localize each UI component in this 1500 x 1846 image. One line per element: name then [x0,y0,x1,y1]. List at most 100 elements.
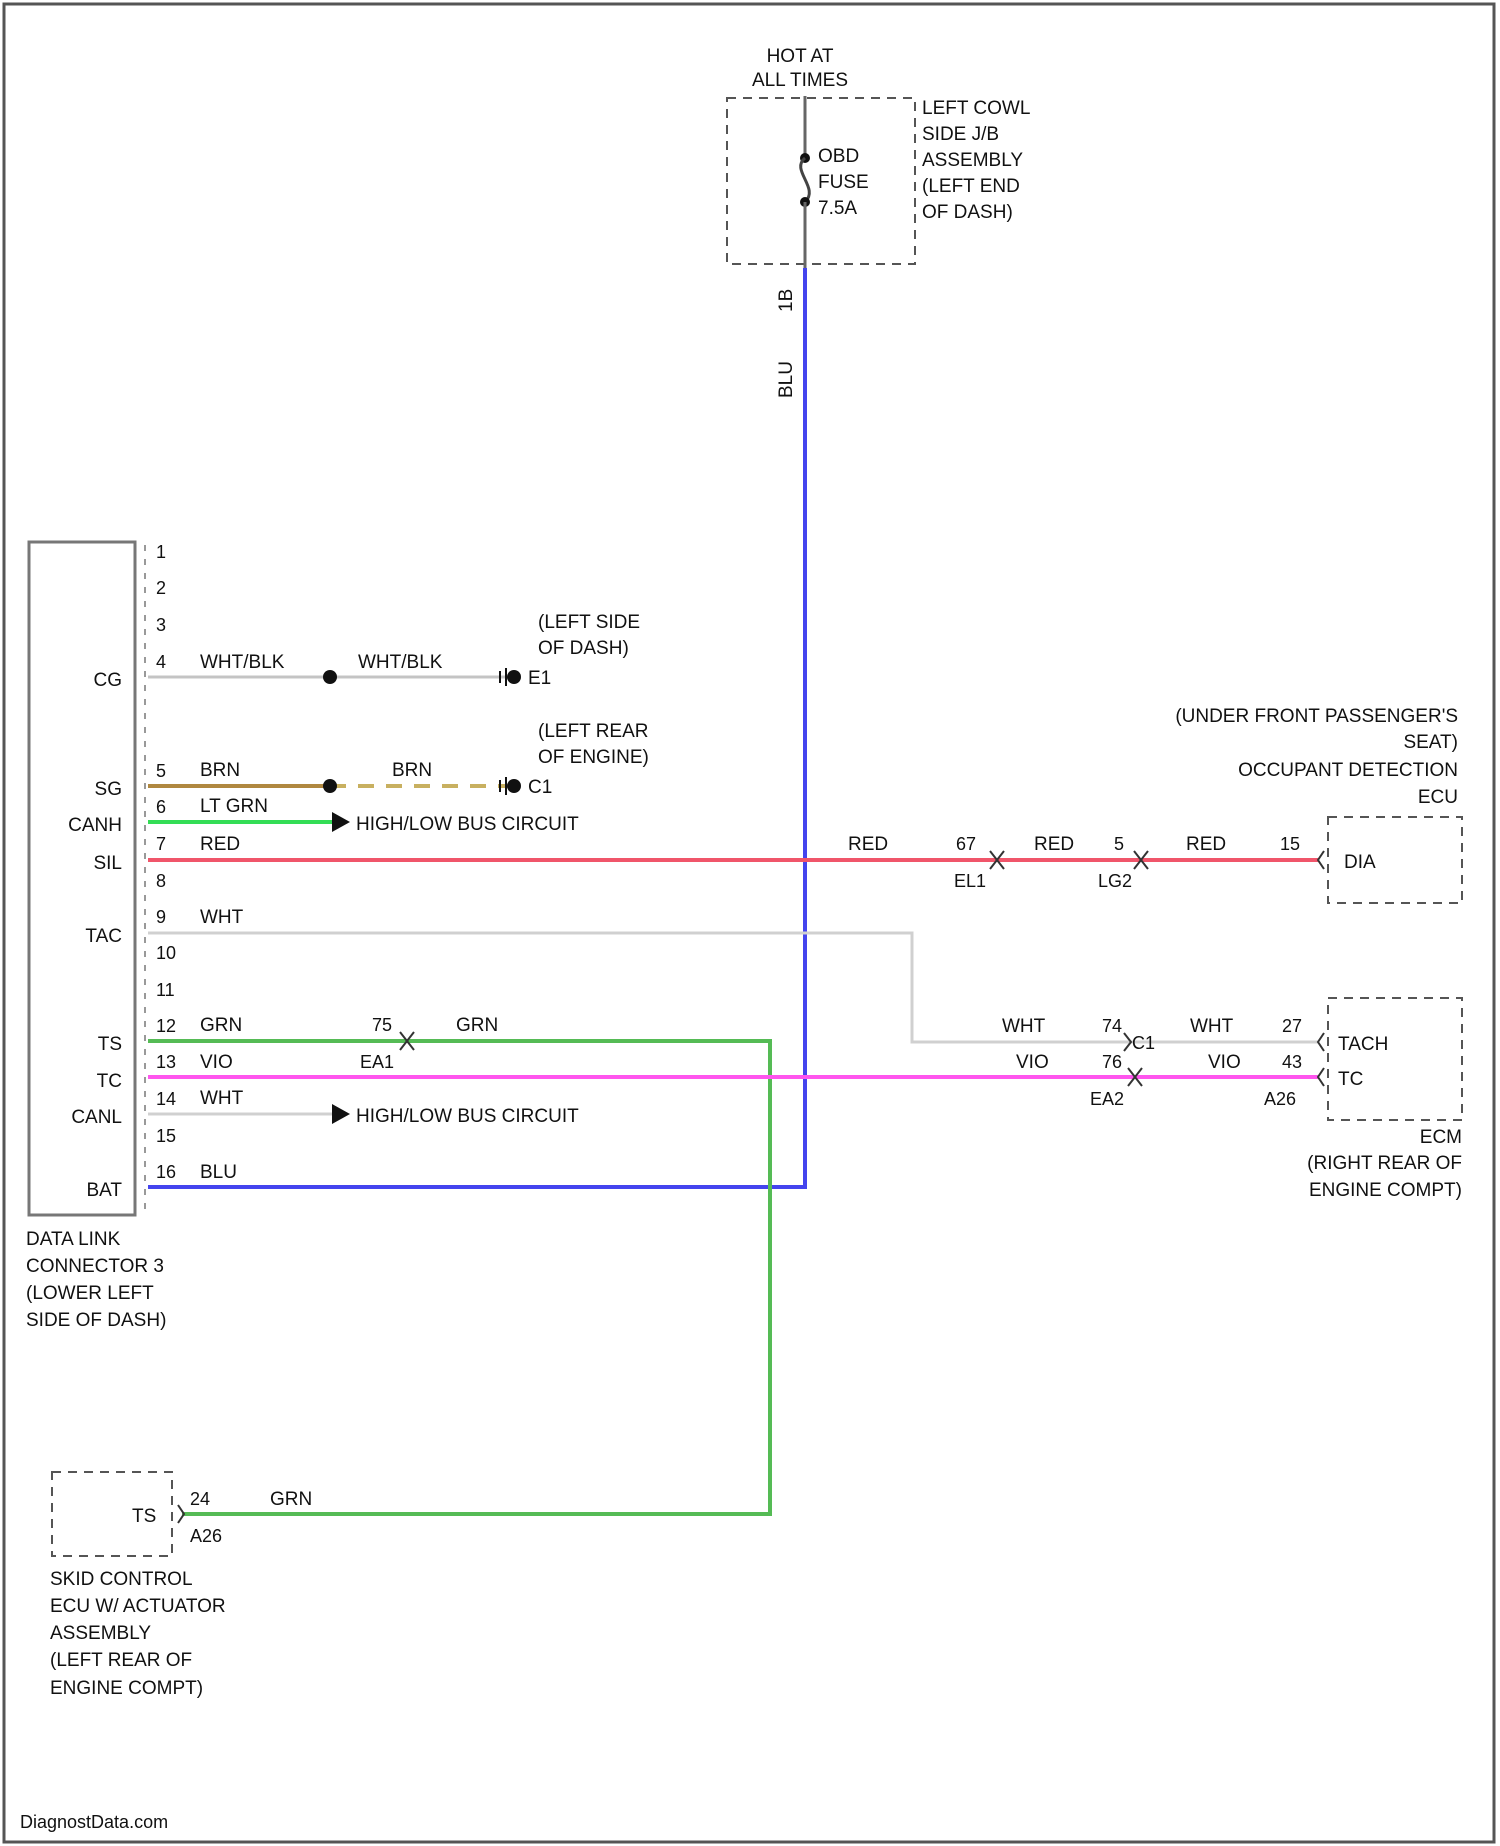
dia-terminal-label: DIA [1344,852,1376,873]
blu-wire-label-vertical: BLU [776,361,797,398]
jb-label-line-3: ASSEMBLY [922,150,1023,171]
tc-terminal-label: TC [1338,1069,1363,1090]
tac-wire-label-2: WHT [1002,1016,1046,1037]
canl-bus-label: HIGH/LOW BUS CIRCUIT [356,1106,579,1127]
tac-wire-label-3: WHT [1190,1016,1234,1037]
ts-wire-label-1: GRN [200,1015,242,1036]
dlc-signal-canl: CANL [71,1107,122,1128]
tc-a26-connector-label: A26 [1264,1089,1296,1109]
dlc-name-line-2: CONNECTOR 3 [26,1256,164,1277]
dlc-pin-15: 15 [156,1126,176,1146]
bat-wire-label: BLU [200,1162,237,1183]
sil-pin-5: 5 [1114,834,1124,854]
tc-pin-43: 43 [1282,1052,1302,1072]
skid-label-line-2: ECU W/ ACTUATOR [50,1596,226,1617]
dia-terminal-icon [1318,851,1324,869]
c1-loc-line-2: OF ENGINE) [538,747,649,768]
occupant-label-line-3: OCCUPANT DETECTION [1238,760,1458,781]
dlc-signal-sil: SIL [93,853,122,874]
tc-wire-label-3: VIO [1208,1052,1241,1073]
jb-label-line-5: OF DASH) [922,202,1013,223]
sil-pin-15: 15 [1280,834,1300,854]
fuse-label-obd: OBD [818,146,859,167]
tac-pin-27: 27 [1282,1016,1302,1036]
skid-label-line-4: (LEFT REAR OF [50,1650,192,1671]
sil-wire-label-3: RED [1034,834,1074,855]
dlc-pin-2: 2 [156,578,166,598]
dlc-name-line-4: SIDE OF DASH) [26,1310,166,1331]
dlc-pin-11: 11 [156,980,175,1000]
e1-loc-line-1: (LEFT SIDE [538,612,640,633]
tac-circuit: WHT WHT 74 C1 WHT 27 [200,907,1302,1053]
skid-a26-connector-label: A26 [190,1526,222,1546]
dlc-pin-4: 4 [156,652,166,672]
dlc-pin-3: 3 [156,615,166,635]
sil-circuit: RED RED 67 EL1 RED 5 LG2 RED 15 [200,834,1300,891]
tc-ea1-connector-label: EA1 [360,1052,394,1072]
wires [148,268,1318,1514]
tc-circuit: VIO EA1 VIO 76 EA2 VIO 43 A26 [200,1052,1302,1109]
occupant-label-line-4: ECU [1418,787,1458,808]
skid-wire-label: GRN [270,1489,312,1510]
tc-ea2-connector-label: EA2 [1090,1089,1124,1109]
sil-pin-67: 67 [956,834,976,854]
wire-bat-blu[interactable] [148,268,805,1187]
dlc-pin-13: 13 [156,1052,176,1072]
ecm-label-line-3: ENGINE COMPT) [1309,1180,1462,1201]
wire-tac-wht[interactable] [148,933,1318,1042]
e1-loc-line-2: OF DASH) [538,638,629,659]
occupant-label-line-2: SEAT) [1403,732,1458,753]
jb-label-line-2: SIDE J/B [922,124,999,145]
skid-control-ecu: TS 24 A26 GRN SKID CONTROL ECU W/ ACTUAT… [50,1472,312,1699]
dlc-pin-7: 7 [156,834,166,854]
skid-label-line-1: SKID CONTROL [50,1569,193,1590]
c1-loc-line-1: (LEFT REAR [538,721,649,742]
dlc-signal-cg: CG [94,670,123,691]
tac-wire-label-1: WHT [200,907,244,928]
ecm-label-line-2: (RIGHT REAR OF [1307,1153,1462,1174]
canh-wire-label: LT GRN [200,796,268,817]
tc-terminal-icon [1318,1068,1324,1086]
sg-wire-label-2: BRN [392,760,432,781]
dlc-signal-sg: SG [95,779,122,800]
ecm: TACH TC ECM (RIGHT REAR OF ENGINE COMPT) [1307,998,1462,1201]
dlc-pin-10: 10 [156,943,176,963]
occupant-detection-ecu: (UNDER FRONT PASSENGER'S SEAT) OCCUPANT … [1175,706,1462,903]
sil-wire-label-2: RED [848,834,888,855]
jb-label-line-1: LEFT COWL [922,98,1030,119]
all-times-label: ALL TIMES [752,70,848,91]
skid-ts-terminal-icon [178,1505,184,1523]
cg-wire-label-2: WHT/BLK [358,652,443,673]
tach-terminal-icon [1318,1033,1324,1051]
data-link-connector: 1 2 3 4 5 6 7 8 9 10 11 12 13 14 15 16 C… [26,542,176,1331]
junction-block: HOT AT ALL TIMES OBD FUSE 7.5A LEFT COWL… [727,46,1030,398]
dlc-pin-16: 16 [156,1162,176,1182]
dlc-signal-canh: CANH [68,815,122,836]
occupant-label-line-1: (UNDER FRONT PASSENGER'S [1175,706,1458,727]
bat-circuit: BLU [200,1162,237,1183]
ts-wire-label-2: GRN [456,1015,498,1036]
ts-pin-75: 75 [372,1015,392,1035]
canl-arrow-icon [332,1104,350,1124]
skid-pin-24: 24 [190,1489,210,1509]
fuse-label-fuse: FUSE [818,172,869,193]
canh-bus-label: HIGH/LOW BUS CIRCUIT [356,814,579,835]
jb-connector-label: 1B [776,289,797,312]
canh-arrow-icon [332,812,350,832]
fuse-symbol [801,158,810,202]
dlc-name-line-1: DATA LINK [26,1229,121,1250]
tac-c1-connector-label: C1 [1132,1033,1155,1053]
c1-ground-label: C1 [528,777,552,798]
dlc-signal-tc: TC [97,1071,122,1092]
dlc-name-line-3: (LOWER LEFT [26,1283,154,1304]
el1-connector-label: EL1 [954,871,986,891]
sil-wire-label-1: RED [200,834,240,855]
skid-label-line-3: ASSEMBLY [50,1623,151,1644]
dlc-pin-1: 1 [156,542,166,562]
dlc-pin-12: 12 [156,1016,176,1036]
dlc-signal-ts: TS [98,1034,122,1055]
cg-wire-label-1: WHT/BLK [200,652,285,673]
ecm-box [1328,998,1462,1120]
canl-wire-label: WHT [200,1088,244,1109]
